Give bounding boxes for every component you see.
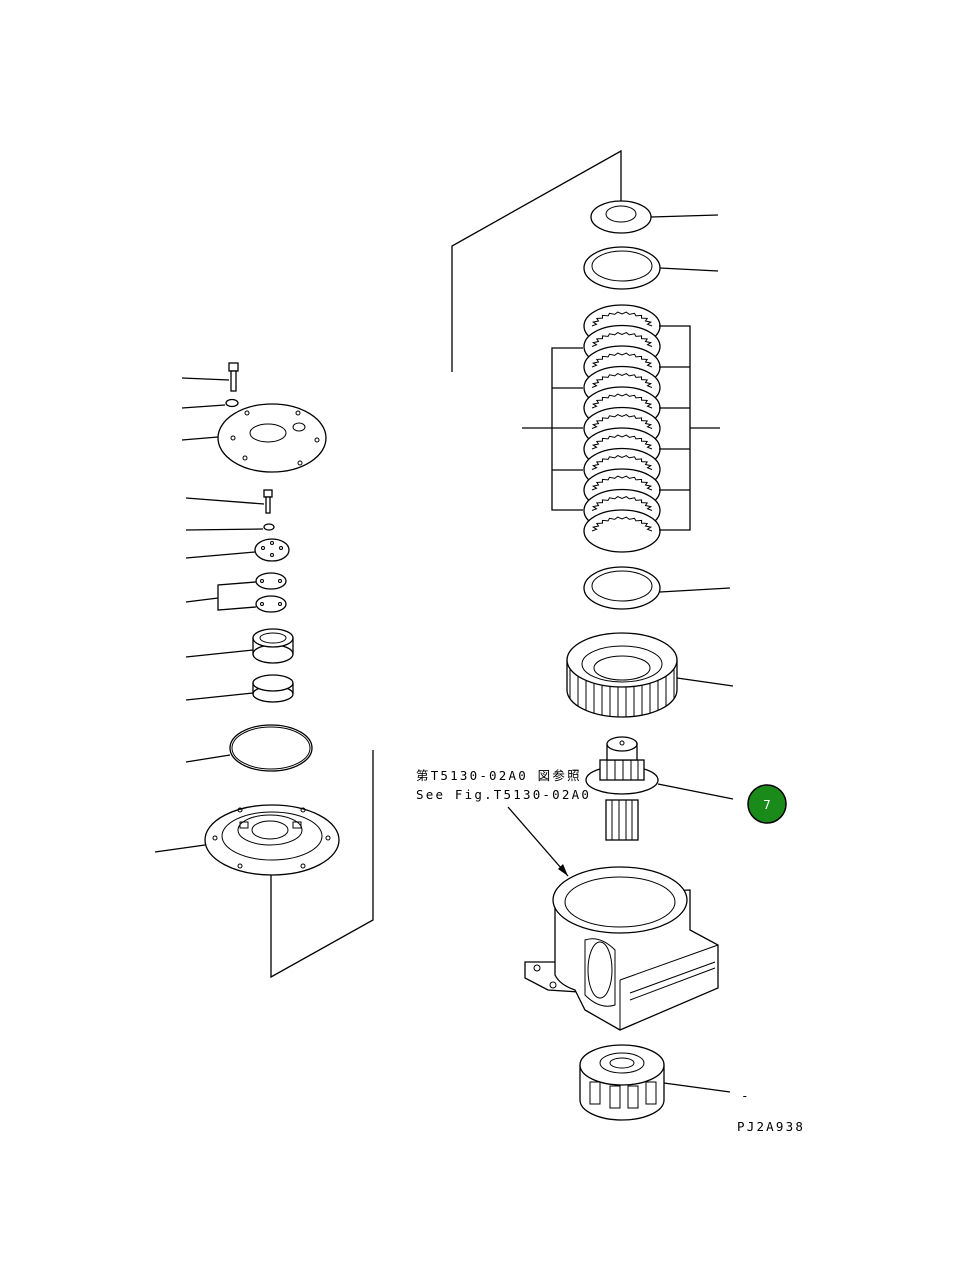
bearing <box>185 628 294 664</box>
clutch-disc <box>583 509 661 553</box>
planet-carrier: - <box>579 1044 751 1121</box>
retainer-washer <box>185 523 275 531</box>
ring-gear <box>566 632 734 718</box>
retainer-plate <box>185 538 290 562</box>
disc-teeth <box>591 496 653 511</box>
clutch-disc-stack <box>583 304 661 553</box>
carrier-housing <box>154 804 340 876</box>
spacer-ring <box>583 246 719 290</box>
final-drive-case <box>524 866 719 1031</box>
figure-id: PJ2A938 <box>737 1119 805 1134</box>
shim-plates <box>185 572 287 613</box>
disc-teeth <box>591 516 653 532</box>
stray-mark: - <box>741 1088 751 1103</box>
callout-label: 7 <box>763 798 771 812</box>
reference-note: 第T5130-02A0 図参照 See Fig.T5130-02A0 <box>416 768 591 877</box>
disc-teeth <box>591 414 653 429</box>
cover-washer <box>181 398 239 409</box>
reference-note-jp: 第T5130-02A0 図参照 <box>416 768 582 783</box>
disc-teeth <box>591 393 653 409</box>
retainer-bolt <box>185 489 273 514</box>
group-bracket-top <box>451 149 622 372</box>
disc-teeth <box>591 332 653 347</box>
final-drive-shaft <box>585 736 734 841</box>
cover-plate <box>181 403 327 473</box>
disc-teeth <box>591 455 653 470</box>
bearing-race <box>185 674 294 703</box>
cover-bolt <box>181 362 239 392</box>
disc-teeth <box>591 352 653 368</box>
pressure-plate <box>583 566 731 610</box>
callout-7[interactable]: 7 <box>747 784 787 824</box>
disc-teeth <box>591 373 653 388</box>
reference-note-en: See Fig.T5130-02A0 <box>416 787 591 802</box>
disc-teeth <box>591 311 653 327</box>
o-ring <box>185 724 313 772</box>
thrust-washer <box>590 200 719 234</box>
disc-teeth <box>591 475 653 491</box>
group-bracket-left <box>270 750 374 979</box>
disc-teeth <box>591 434 653 450</box>
callout-marker[interactable] <box>747 784 787 824</box>
stack-leaders <box>522 325 720 531</box>
